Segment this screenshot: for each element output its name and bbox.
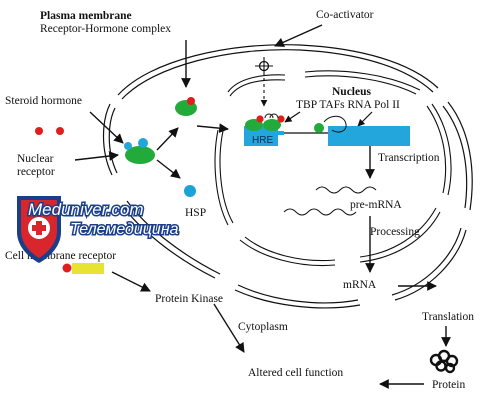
co-activator-symbol [255, 57, 273, 75]
watermark-shield-logo [17, 196, 61, 263]
dna-bound-complex [245, 113, 285, 131]
cytoplasm-label: Cytoplasm [238, 321, 288, 333]
pre-mrna-strand [315, 186, 377, 194]
activation-arrow [156, 127, 179, 151]
watermark-line1: Meduniver.com [28, 200, 144, 219]
dna-strand [244, 126, 410, 146]
nuclear-receptor-label-line2: receptor [17, 166, 55, 178]
cell-membrane [102, 44, 473, 309]
hormone-dot [56, 127, 64, 135]
transcription-label: Transcription [378, 152, 440, 164]
cell-membrane-receptor-label: Cell membrane receptor [5, 250, 116, 262]
receptor-to-kinase-arrow [111, 271, 151, 292]
co-activator-arrow [274, 24, 323, 47]
complex-to-nucleus-arrow [196, 123, 229, 134]
nuclear-receptor-arrow [74, 151, 119, 161]
hre-label: HRE [252, 135, 273, 146]
nuclear-membrane [214, 70, 452, 267]
protein-icon [429, 349, 459, 374]
hsp-dot [184, 185, 196, 197]
mrna-label: mRNA [343, 279, 377, 291]
receptor-hormone-complex-label: Receptor-Hormone complex [40, 23, 171, 35]
pre-mrna-label: pre-mRNA [350, 199, 402, 211]
cell-membrane-receptor [62, 263, 104, 274]
receptor-hormone-complex [175, 97, 197, 116]
altered-cell-function-label: Altered cell function [248, 367, 343, 379]
protein-label: Protein [432, 379, 465, 391]
plasma-membrane-label: Plasma membrane [40, 10, 132, 22]
hormone-dot [35, 127, 43, 135]
co-activator-label: Co-activator [316, 9, 374, 21]
nuclear-receptor-label-line1: Nuclear [17, 153, 54, 165]
hormone-entry-arrow [89, 111, 124, 144]
steroid-hormone-label: Steroid hormone [5, 95, 82, 107]
translation-label: Translation [422, 311, 474, 323]
processing-label: Processing [370, 226, 420, 238]
rna-pol-arrow [357, 111, 373, 127]
tbp-tafs-rna-pol-label: TBP TAFs RNA Pol II [296, 99, 400, 111]
protein-kinase-label: Protein Kinase [155, 293, 223, 305]
nuclear-receptor-hsp-complex [124, 138, 155, 164]
watermark-line2: Телемедицина [70, 221, 179, 238]
nucleus-label: Nucleus [332, 86, 372, 98]
hsp-release-arrow [156, 159, 181, 179]
hsp-label: HSP [185, 207, 206, 219]
pre-mrna-strand [283, 208, 357, 216]
tbp-arrow [284, 111, 301, 123]
kinase-to-function-arrow [213, 303, 245, 353]
transcription-machinery [314, 115, 347, 133]
